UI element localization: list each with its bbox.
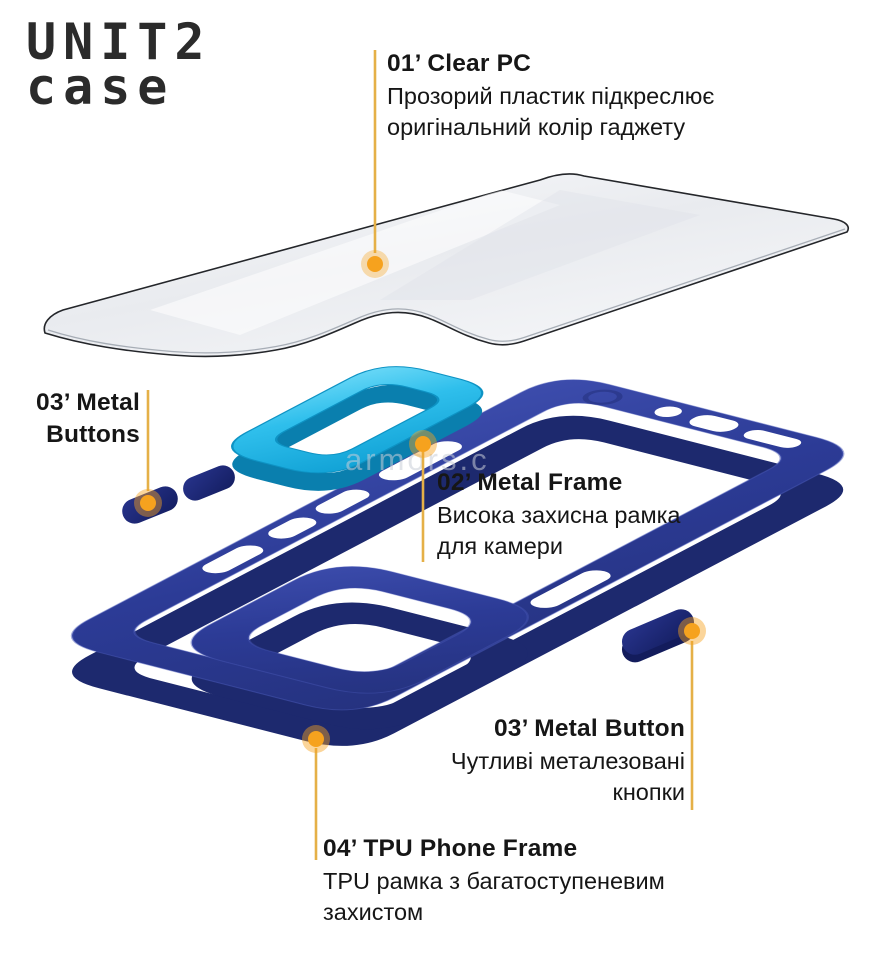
callout-heading: 04’ TPU Phone Frame [323,835,578,862]
logo-line-case: case [26,58,175,116]
callout-heading: 03’ Metal Button [493,715,685,742]
camera-cutout-ring [190,566,529,694]
camera-metal-frame [231,366,484,491]
metal-button-right [621,609,695,663]
top-button-cutouts [654,406,802,448]
bottom-slot-cutout [530,570,611,608]
unit2-case-logo: UNIT2 case [26,13,212,116]
callout-metal-button-right: 03’ Metal Button Чутливі металезовані кн… [385,714,685,807]
callout-body-line: захистом [323,898,424,925]
callout-body-line: Прозорий пластик підкреслює [387,83,715,109]
callout-heading: 02’ Metal Frame [437,469,623,496]
watermark: armors.c [345,442,490,477]
metal-buttons-left [122,465,235,524]
callout-body-line: Висока захисна рамка [437,502,681,528]
callout-heading: 03’ Metal [36,389,140,416]
callout-heading: 01’ Clear PC [387,50,532,77]
callout-body-line: кнопки [612,778,685,805]
tpu-case-body [70,379,845,746]
side-slot-cutouts [202,441,462,574]
callout-tpu-frame: 04’ TPU Phone Frame TPU рамка з багатост… [323,834,665,927]
callout-metal-frame: 02’ Metal Frame Висока захисна рамка для… [437,468,681,561]
callout-body-line: TPU рамка з багатоступеневим [323,868,665,894]
callout-dot-clear-pc [361,250,389,278]
callout-body-line: Чутливі металезовані [450,748,685,774]
callout-dot-metal-frame [409,430,437,458]
callout-dot-tpu-frame [302,725,330,753]
callout-metal-buttons-left: 03’ Metal Buttons [18,388,140,452]
callout-clear-pc: 01’ Clear PC Прозорий пластик підкреслює… [387,49,714,142]
clear-pc-plate [43,173,850,358]
leader-lines [146,50,694,860]
logo-line-unit2: UNIT2 [26,13,212,71]
callout-dots [134,250,706,753]
callout-body-line: оригінальний колір гаджету [387,113,686,140]
callout-heading: Buttons [46,421,140,448]
corner-mold-mark [582,389,623,405]
callout-dot-button-right [678,617,706,645]
callout-body-line: для камери [437,532,563,559]
callout-dot-buttons-left [134,489,162,517]
